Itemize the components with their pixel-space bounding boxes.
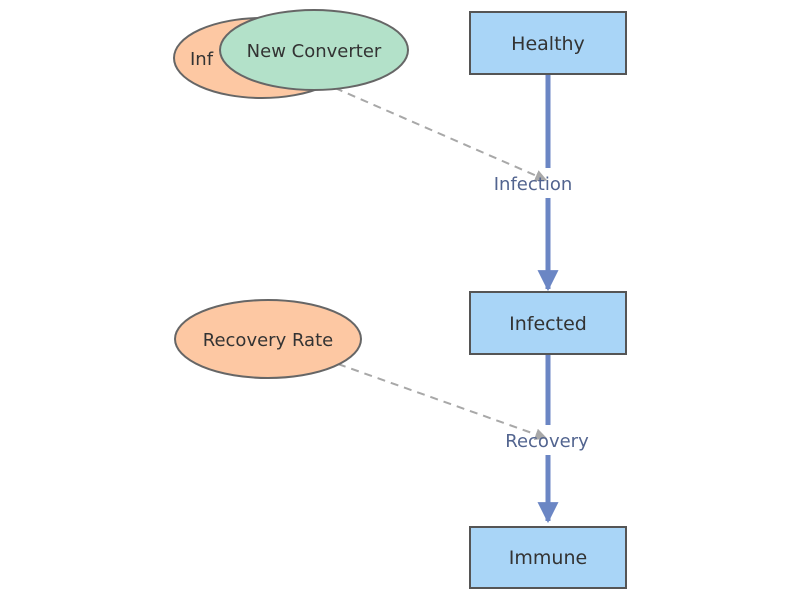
stock-infected-label: Infected bbox=[509, 313, 587, 335]
new-converter-label: New Converter bbox=[247, 41, 382, 62]
stock-immune[interactable]: Immune bbox=[469, 526, 627, 589]
stock-healthy[interactable]: Healthy bbox=[469, 11, 627, 75]
recovery-rate-to-recovery-link[interactable] bbox=[337, 363, 548, 441]
stock-infected[interactable]: Infected bbox=[469, 291, 627, 355]
stock-immune-label: Immune bbox=[509, 547, 587, 569]
new-converter-to-infection-link[interactable] bbox=[334, 87, 548, 182]
variable-infection-rate-label: Inf bbox=[190, 49, 214, 70]
variable-recovery-rate[interactable]: Recovery Rate bbox=[174, 299, 362, 379]
flow-infection-label[interactable]: Infection bbox=[494, 174, 573, 195]
stock-healthy-label: Healthy bbox=[511, 33, 585, 55]
flow-recovery-label[interactable]: Recovery bbox=[505, 431, 589, 452]
variable-recovery-rate-label: Recovery Rate bbox=[203, 330, 333, 351]
new-converter[interactable]: New Converter bbox=[219, 9, 409, 91]
